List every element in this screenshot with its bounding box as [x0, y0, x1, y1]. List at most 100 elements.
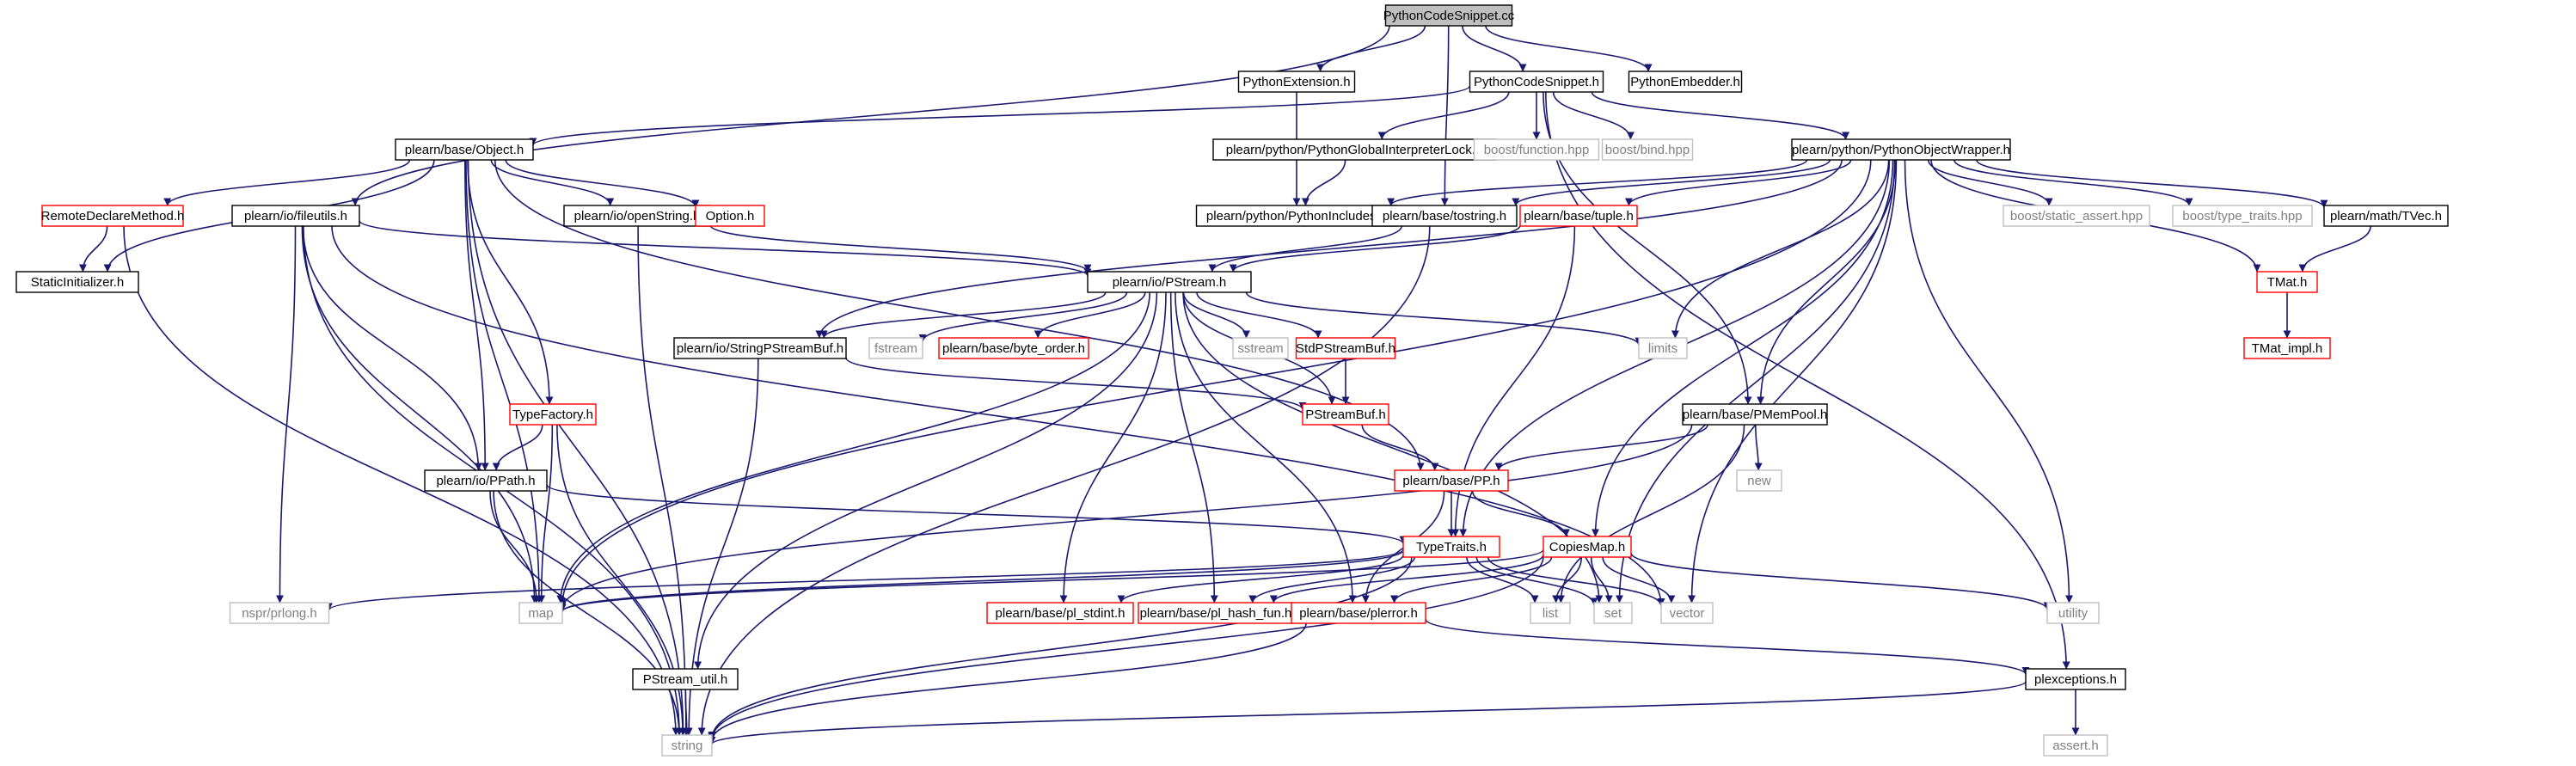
node-box	[1660, 602, 1714, 624]
edge-fileutils-to-map	[301, 225, 539, 604]
node-box	[424, 469, 548, 492]
node-asserth[interactable]: assert.h	[2043, 734, 2108, 757]
node-limits[interactable]: limits	[1638, 337, 1688, 359]
edge-plerror-to-plexceptions	[1425, 618, 2030, 676]
edge-ppath-to-map	[489, 490, 541, 604]
node-byteorder[interactable]: plearn/base/byte_order.h	[938, 337, 1089, 359]
edge-object-to-typefactory	[467, 159, 554, 405]
node-set[interactable]: set	[1593, 602, 1633, 624]
edge-openstring-to-string	[637, 225, 690, 736]
node-box	[1469, 70, 1604, 93]
edge-ppath-to-string	[493, 490, 684, 736]
edge-pow-to-utility	[1904, 159, 2073, 604]
node-box	[2003, 205, 2150, 227]
node-option[interactable]: Option.h	[695, 205, 765, 227]
node-label: plearn/base/pl_stdint.h	[996, 606, 1125, 621]
node-string[interactable]: string	[661, 734, 713, 757]
node-ppath[interactable]: plearn/io/PPath.h	[424, 469, 548, 492]
node-box	[1138, 602, 1294, 624]
node-copiesmap[interactable]: CopiesMap.h	[1543, 536, 1632, 558]
node-label: plearn/io/fileutils.h	[244, 209, 347, 224]
node-box	[1791, 138, 2011, 161]
edge-copiesmap-to-list	[1552, 556, 1583, 604]
node-label: plearn/math/TVec.h	[2330, 209, 2442, 224]
node-pcs_h[interactable]: PythonCodeSnippet.h	[1469, 70, 1604, 93]
node-tuple[interactable]: plearn/base/tuple.h	[1519, 205, 1638, 227]
node-label: boost/function.hpp	[1484, 143, 1590, 157]
node-map[interactable]: map	[518, 602, 563, 624]
node-psb[interactable]: PStreamBuf.h	[1302, 403, 1389, 426]
node-vector[interactable]: vector	[1660, 602, 1714, 624]
node-utility[interactable]: utility	[2046, 602, 2100, 624]
node-boostfn[interactable]: boost/function.hpp	[1473, 138, 1600, 161]
node-pmempool[interactable]: plearn/base/PMemPool.h	[1682, 403, 1828, 426]
node-boostbind[interactable]: boost/bind.hpp	[1601, 138, 1694, 161]
node-box	[2243, 337, 2331, 359]
node-typetraits_b[interactable]: boost/type_traits.hpp	[2172, 205, 2313, 227]
node-rdm[interactable]: RemoteDeclareMethod.h	[41, 205, 185, 227]
node-sstream[interactable]: sstream	[1232, 337, 1289, 359]
edge-copiesmap-to-plerror	[1390, 556, 1553, 604]
node-pyemb[interactable]: PythonEmbedder.h	[1628, 70, 1743, 93]
node-new[interactable]: new	[1736, 469, 1782, 492]
node-staticinit[interactable]: StaticInitializer.h	[15, 271, 139, 293]
edge-gil-to-pyincl	[1301, 159, 1346, 206]
node-tvec[interactable]: plearn/math/TVec.h	[2323, 205, 2449, 227]
node-plexceptions[interactable]: plexceptions.h	[2025, 668, 2126, 690]
node-pyincl[interactable]: plearn/python/PythonIncludes.h	[1195, 205, 1398, 227]
node-label: plearn/io/PStream.h	[1113, 275, 1227, 290]
node-pow[interactable]: plearn/python/PythonObjectWrapper.h	[1791, 138, 2011, 161]
node-tostring[interactable]: plearn/base/tostring.h	[1371, 205, 1518, 227]
node-pp[interactable]: plearn/base/PP.h	[1394, 469, 1509, 492]
node-label: plearn/python/PythonIncludes.h	[1206, 209, 1387, 224]
node-staticassert[interactable]: boost/static_assert.hpp	[2003, 205, 2150, 227]
edge-pow-to-tvec	[1976, 159, 2328, 208]
edge-plerror-to-string	[708, 622, 1307, 741]
node-label: PStreamBuf.h	[1305, 408, 1385, 422]
node-gil[interactable]: plearn/python/PythonGlobalInterpreterLoc…	[1212, 138, 1496, 161]
node-spsb[interactable]: plearn/io/StringPStreamBuf.h	[673, 337, 847, 359]
edge-pstream-to-psutil	[694, 291, 1158, 670]
node-typefactory[interactable]: TypeFactory.h	[509, 403, 597, 426]
node-label: sstream	[1237, 341, 1283, 356]
edge-pow-to-set	[1616, 159, 1896, 604]
node-box	[15, 271, 139, 293]
node-plerror[interactable]: plearn/base/plerror.h	[1291, 602, 1426, 624]
edge-pow-to-pyincl	[1387, 159, 1808, 206]
edge-pow-to-typetraits_b	[1953, 159, 2193, 206]
edge-pstream-to-fstream	[918, 291, 1128, 342]
node-nspr[interactable]: nspr/prlong.h	[229, 602, 330, 624]
node-label: plearn/base/Object.h	[405, 143, 524, 157]
node-object[interactable]: plearn/base/Object.h	[395, 138, 534, 161]
node-box	[231, 205, 360, 227]
node-label: PythonEmbedder.h	[1630, 75, 1740, 89]
node-tmatimpl[interactable]: TMat_impl.h	[2243, 337, 2331, 359]
node-stdint[interactable]: plearn/base/pl_stdint.h	[986, 602, 1134, 624]
node-label: TMat.h	[2267, 275, 2308, 290]
edge-typetraits-to-list	[1466, 556, 1539, 604]
edge-tostring-to-pstream	[1208, 225, 1402, 273]
node-label: CopiesMap.h	[1549, 540, 1625, 555]
edge-typetraits-to-string	[708, 556, 1413, 739]
node-box	[1543, 536, 1632, 558]
node-stdpsb[interactable]: StdPStreamBuf.h	[1295, 337, 1396, 359]
node-box	[2172, 205, 2313, 227]
node-hashfun[interactable]: plearn/base/pl_hash_fun.h	[1138, 602, 1294, 624]
node-typetraits[interactable]: TypeTraits.h	[1402, 536, 1500, 558]
node-fstream[interactable]: fstream	[868, 337, 923, 359]
node-pyext[interactable]: PythonExtension.h	[1237, 70, 1356, 93]
node-box	[661, 734, 713, 757]
node-openstring[interactable]: plearn/io/openString.h	[563, 205, 711, 227]
node-label: plexceptions.h	[2034, 672, 2117, 687]
node-label: assert.h	[2052, 738, 2098, 753]
node-list[interactable]: list	[1530, 602, 1571, 624]
node-psutil[interactable]: PStream_util.h	[632, 668, 739, 690]
node-fileutils[interactable]: plearn/io/fileutils.h	[231, 205, 360, 227]
node-label: list	[1543, 606, 1559, 621]
node-tmat[interactable]: TMat.h	[2256, 271, 2318, 293]
node-pstream[interactable]: plearn/io/PStream.h	[1087, 271, 1252, 293]
node-label: boost/bind.hpp	[1605, 143, 1690, 157]
node-root[interactable]: PythonCodeSnippet.cc	[1383, 4, 1515, 27]
node-box	[1638, 337, 1688, 359]
edges-layer	[78, 25, 2371, 745]
